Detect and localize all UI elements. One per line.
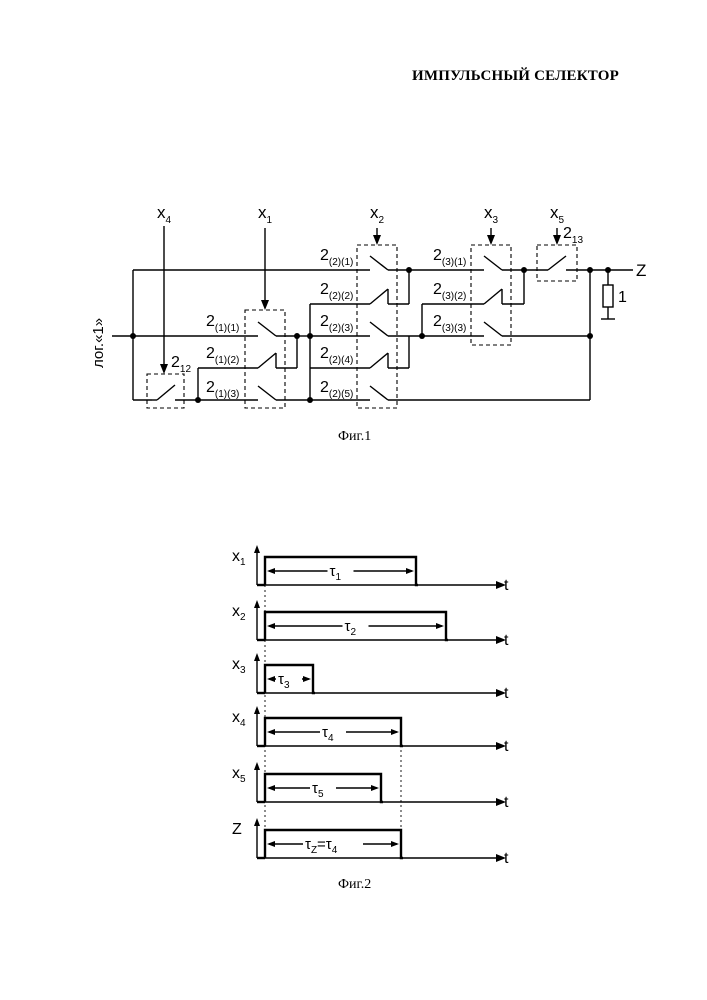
key-2-5-blade (370, 386, 388, 400)
duration-arrowhead (267, 676, 275, 682)
key-1-1-blade (258, 322, 276, 336)
node-i (587, 333, 593, 339)
key-2-3-blade (370, 322, 388, 336)
duration-arrowhead (267, 568, 275, 574)
signal-label: Z (232, 821, 242, 838)
value-axis-arrow (254, 653, 260, 661)
duration-arrowhead (436, 623, 444, 629)
time-label: t (504, 794, 509, 811)
fig2-timing: τ1x1tτ2x2tτ3x3tτ4x4tτ5x5tτZ=τ4Zt Фиг.2 (232, 545, 509, 892)
resistor-label: 1 (618, 289, 627, 306)
duration-arrowhead (406, 568, 414, 574)
duration-arrowhead (267, 729, 275, 735)
key-2-3-label: 2(2)(3) (320, 313, 353, 334)
duration-arrowhead (371, 785, 379, 791)
time-label: t (504, 685, 509, 702)
timing-row: τZ=τ4Zt (232, 818, 509, 867)
x4-arrow (160, 364, 168, 374)
key-2-4-label: 2(2)(4) (320, 345, 353, 366)
fig1-caption: Фиг.1 (338, 429, 371, 444)
fig1-circuit: лог.«1» x4 212 x (90, 203, 646, 444)
key-3-1-blade (484, 256, 502, 270)
key-2-12-box (147, 374, 184, 408)
timing-row: τ3x3t (232, 653, 509, 702)
signal-label: x5 (232, 765, 246, 785)
timing-row: τ2x2t (232, 600, 509, 649)
key-2-4-blade (370, 353, 388, 368)
key-2-13-blade (548, 256, 566, 270)
timing-row: τ1x1t (232, 545, 509, 594)
resistor-body (603, 285, 613, 307)
signal-label: x2 (232, 603, 246, 623)
key-2-1-label: 2(2)(1) (320, 247, 353, 268)
key-1-3-label: 2(1)(3) (206, 379, 239, 400)
column-3-box (471, 245, 511, 345)
key-3-3-label: 2(3)(3) (433, 313, 466, 334)
time-label: t (504, 577, 509, 594)
key-1-2-label: 2(1)(2) (206, 345, 239, 366)
time-label: t (504, 632, 509, 649)
key-3-2-label: 2(3)(2) (433, 281, 466, 302)
duration-arrowhead (267, 785, 275, 791)
x2-arrow (373, 235, 381, 245)
key-2-5-label: 2(2)(5) (320, 379, 353, 400)
logic-one-label: лог.«1» (90, 318, 107, 368)
value-axis-arrow (254, 545, 260, 553)
key-2-12-blade (157, 385, 175, 400)
key-2-2-label: 2(2)(2) (320, 281, 353, 302)
x3-label: x3 (484, 203, 499, 226)
duration-arrowhead (391, 841, 399, 847)
key-2-1-blade (370, 256, 388, 270)
time-label: t (504, 850, 509, 867)
duration-arrowhead (303, 676, 311, 682)
value-axis-arrow (254, 818, 260, 826)
x1-arrow (261, 300, 269, 310)
x4-label: x4 (157, 203, 172, 226)
column-1-box (245, 310, 285, 408)
key-1-3-blade (258, 386, 276, 400)
key-3-2-blade (484, 289, 502, 304)
duration-arrowhead (391, 729, 399, 735)
key-1-2-blade (258, 353, 276, 368)
key-2-13-label: 213 (563, 225, 583, 246)
x5-label: x5 (550, 203, 565, 226)
x2-label: x2 (370, 203, 385, 226)
duration-arrowhead (267, 623, 275, 629)
value-axis-arrow (254, 600, 260, 608)
signal-label: x3 (232, 656, 246, 676)
signal-label: x4 (232, 709, 246, 729)
x5-arrow (553, 235, 561, 245)
value-axis-arrow (254, 706, 260, 714)
value-axis-arrow (254, 762, 260, 770)
key-2-12-label: 212 (171, 354, 191, 375)
duration-arrowhead (267, 841, 275, 847)
key-3-3-blade (484, 322, 502, 336)
key-3-1-label: 2(3)(1) (433, 247, 466, 268)
time-label: t (504, 738, 509, 755)
fig2-caption: Фиг.2 (338, 877, 371, 892)
output-z-label: Z (636, 261, 646, 280)
signal-label: x1 (232, 548, 246, 568)
x1-label: x1 (258, 203, 273, 226)
key-1-1-label: 2(1)(1) (206, 313, 239, 334)
timing-row: τ5x5t (232, 762, 509, 811)
timing-row: τ4x4t (232, 706, 509, 755)
x3-arrow (487, 235, 495, 245)
key-2-2-blade (370, 289, 388, 304)
